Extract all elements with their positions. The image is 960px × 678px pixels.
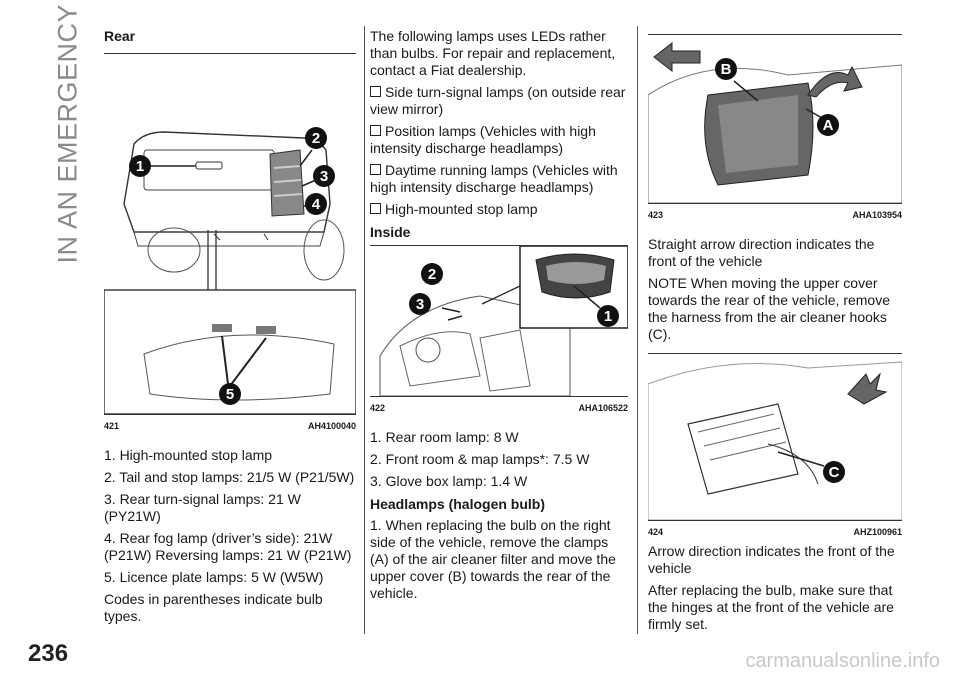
checkbox-bullet-icon xyxy=(370,203,381,214)
figure-caption: 423 AHA103954 xyxy=(648,210,902,220)
column-1: Rear 1 2 xyxy=(104,28,356,630)
callout-3: 3 xyxy=(409,293,431,315)
list-item: 3. Glove box lamp: 1.4 W xyxy=(370,473,528,489)
checkbox-bullet-icon xyxy=(370,86,381,97)
callout-a: A xyxy=(817,114,839,136)
column-3: B A 423 AHA103954 Straight arrow directi… xyxy=(648,28,902,638)
watermark: carmanualsonline.info xyxy=(745,650,940,672)
note-text: NOTE When moving the upper cover towards… xyxy=(648,275,891,342)
bullet-item: High-mounted stop lamp xyxy=(370,201,628,218)
list-item: Codes in parentheses indicate bulb types… xyxy=(104,591,323,624)
headlamps-text: 1. When replacing the bulb on the right … xyxy=(370,517,616,601)
checkbox-bullet-icon xyxy=(370,125,381,136)
direction-text: Straight arrow direction indicates the f… xyxy=(648,236,875,269)
curved-arrow-icon xyxy=(807,65,863,98)
callout-2: 2 xyxy=(421,263,443,285)
figure-421: 1 2 3 4 5 xyxy=(104,54,356,415)
svg-text:1: 1 xyxy=(604,308,612,325)
side-section-title: IN AN EMERGENCY xyxy=(52,3,83,264)
column-2: The following lamps uses LEDs rather tha… xyxy=(370,28,628,607)
callout-4: 4 xyxy=(305,193,327,215)
svg-text:3: 3 xyxy=(416,296,424,313)
callout-1: 1 xyxy=(129,155,151,177)
figure-423: B A xyxy=(648,35,902,204)
svg-text:B: B xyxy=(721,61,732,78)
figure-top-rule xyxy=(104,53,356,54)
rear-truck-illustration: 1 2 3 4 5 xyxy=(104,127,356,414)
callout-1: 1 xyxy=(597,305,619,327)
svg-text:C: C xyxy=(829,464,840,481)
svg-text:5: 5 xyxy=(226,386,234,403)
bullet-item: Daytime running lamps (Vehicles with hig… xyxy=(370,162,618,195)
callout-c: C xyxy=(823,461,845,483)
led-intro: The following lamps uses LEDs rather tha… xyxy=(370,28,616,78)
svg-text:3: 3 xyxy=(320,168,328,185)
list-item: 1. High-mounted stop lamp xyxy=(104,447,273,463)
list-item: 1. Rear room lamp: 8 W xyxy=(370,429,519,445)
list-item: 3. Rear turn-signal lamps: 21 W (PY21W) xyxy=(104,491,301,524)
svg-text:4: 4 xyxy=(312,196,321,213)
svg-text:2: 2 xyxy=(428,266,436,283)
callout-b: B xyxy=(715,58,737,80)
checkbox-bullet-icon xyxy=(370,164,381,175)
rear-heading: Rear xyxy=(104,28,136,44)
headlamps-heading: Headlamps (halogen bulb) xyxy=(370,496,546,512)
figure-top-rule xyxy=(648,353,902,354)
inside-heading: Inside xyxy=(370,224,411,240)
callout-2: 2 xyxy=(305,127,327,149)
column-divider xyxy=(637,26,638,634)
figure-top-rule xyxy=(370,245,628,246)
figure-424: C xyxy=(648,354,902,521)
callout-5: 5 xyxy=(219,383,241,405)
figure-caption: 421 AH4100040 xyxy=(104,421,356,431)
list-item: 4. Rear fog lamp (driver’s side): 21W (P… xyxy=(104,530,352,563)
figure-top-rule xyxy=(648,34,902,35)
page-number: 236 xyxy=(28,640,69,667)
interior-lamps-illustration: 2 3 1 xyxy=(379,246,628,396)
figure-caption: 422 AHA106522 xyxy=(370,403,628,413)
arrow-front-icon xyxy=(653,41,701,73)
direction-text: Arrow direction indicates the front of t… xyxy=(648,543,895,576)
air-cleaner-harness-illustration: C xyxy=(648,361,902,520)
callout-3: 3 xyxy=(313,165,335,187)
svg-text:1: 1 xyxy=(136,158,144,175)
svg-text:A: A xyxy=(823,117,834,134)
list-item: 5. Licence plate lamps: 5 W (W5W) xyxy=(104,569,324,585)
bullet-item: Side turn-signal lamps (on outside rear … xyxy=(370,84,626,117)
closing-text: After replacing the bulb, make sure that… xyxy=(648,582,894,632)
figure-caption: 424 AHZ100961 xyxy=(648,527,902,537)
column-divider xyxy=(364,26,365,634)
air-cleaner-cover-illustration: B A xyxy=(648,41,902,203)
svg-text:2: 2 xyxy=(312,130,320,147)
figure-422: 2 3 1 xyxy=(370,246,628,397)
arrow-front-icon xyxy=(847,372,888,405)
list-item: 2. Front room & map lamps*: 7.5 W xyxy=(370,451,590,467)
bullet-item: Position lamps (Vehicles with high inten… xyxy=(370,123,596,156)
list-item: 2. Tail and stop lamps: 21/5 W (P21/5W) xyxy=(104,469,355,485)
